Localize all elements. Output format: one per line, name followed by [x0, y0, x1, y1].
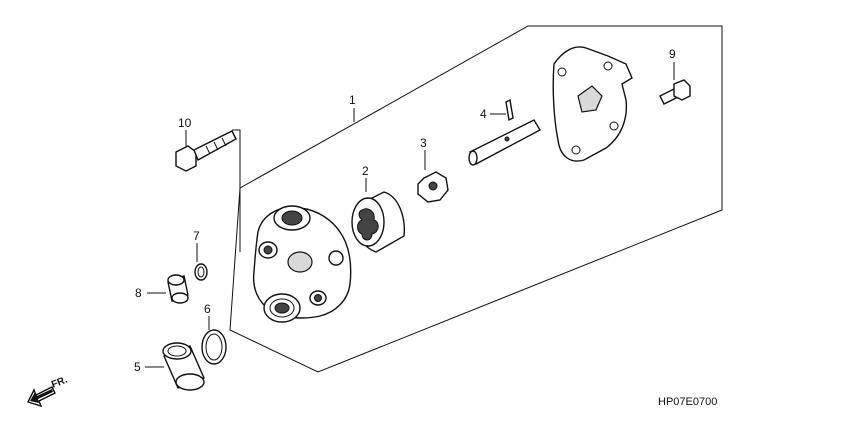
inner-rotor-part-3 [417, 171, 449, 203]
collar-part-5 [162, 342, 205, 391]
o-ring-part-6-inner [205, 333, 223, 361]
callout-5: 5 [134, 360, 141, 374]
callout-7: 7 [193, 229, 200, 243]
callout-6: 6 [204, 302, 211, 316]
front-direction-label: FR. [50, 374, 69, 390]
dowel-pin-part-8 [167, 274, 189, 304]
pump-shaft [468, 119, 541, 166]
pin-part-4 [505, 98, 514, 122]
front-direction-arrow [27, 386, 56, 408]
outer-rotor-part-2 [351, 191, 405, 253]
callout-3: 3 [420, 136, 427, 150]
bolt-guide-line [232, 129, 241, 252]
callout-10: 10 [178, 116, 192, 130]
assembly-outline [229, 25, 723, 373]
diagram-code: HP07E0700 [658, 396, 717, 408]
pump-body [252, 205, 352, 323]
callout-8: 8 [135, 286, 142, 300]
callout-4: 4 [480, 107, 487, 121]
callout-2: 2 [362, 164, 369, 178]
callout-9: 9 [669, 47, 676, 61]
flange-bolt-part-10 [175, 130, 237, 172]
o-ring-part-7 [194, 263, 208, 281]
bolt-part-9 [659, 79, 691, 105]
pump-cover-plate [552, 46, 633, 162]
o-ring-part-7-inner [197, 266, 205, 278]
callout-1: 1 [349, 93, 356, 107]
